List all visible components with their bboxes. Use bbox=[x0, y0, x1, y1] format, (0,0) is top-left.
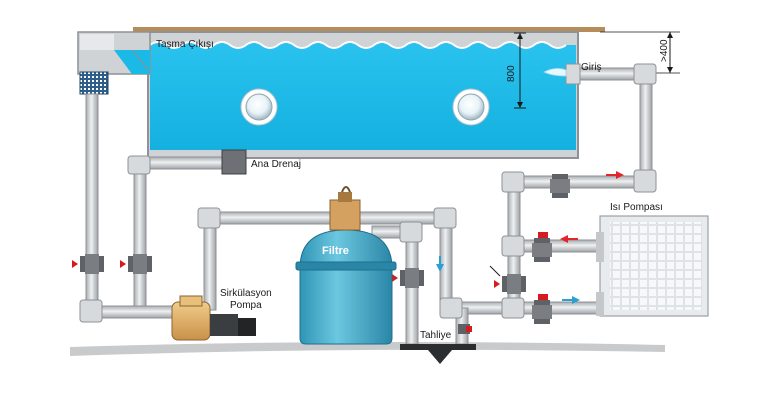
ball-valve-icon bbox=[120, 254, 152, 274]
water-surface bbox=[149, 41, 567, 49]
ground bbox=[70, 341, 665, 356]
ball-valve-icon bbox=[489, 265, 526, 294]
inlet-height-label: >400 bbox=[659, 39, 670, 62]
flow-arrow-icon bbox=[606, 171, 624, 179]
sewer-drain bbox=[400, 344, 476, 364]
ball-valve-icon bbox=[532, 232, 552, 262]
pipe-elbows bbox=[79, 63, 657, 323]
pool-deck bbox=[133, 27, 605, 32]
ball-valve-icon bbox=[392, 268, 424, 288]
flow-arrow-icon bbox=[562, 296, 580, 304]
ball-valve-icon bbox=[550, 174, 570, 198]
main-drain-fitting bbox=[221, 149, 247, 175]
heat-pump-unit-icon bbox=[596, 215, 709, 317]
overflow-outlet-label: Taşma Çıkışı bbox=[156, 39, 214, 50]
skimmer bbox=[77, 31, 151, 95]
inlet-label: Giriş bbox=[581, 62, 602, 73]
ball-valve-icon bbox=[532, 294, 552, 324]
heat-pump-label: Isı Pompası bbox=[610, 202, 663, 213]
filter-label: Filtre bbox=[322, 245, 349, 257]
ball-valve-icon bbox=[458, 324, 472, 334]
flow-arrow-icon bbox=[560, 235, 578, 243]
ball-valve-icon bbox=[72, 254, 104, 274]
flow-arrow-icon bbox=[436, 256, 444, 272]
circulation-pump-label: Pompa bbox=[230, 300, 262, 311]
pool-water bbox=[150, 42, 576, 150]
pool-light-icon bbox=[452, 88, 490, 126]
depth-label: 800 bbox=[506, 65, 517, 82]
inlet-height-dimension: >400 bbox=[600, 31, 680, 74]
inlet-nozzle bbox=[543, 63, 581, 85]
skimmer-basket-icon bbox=[79, 71, 109, 95]
drain-label: Tahliye bbox=[420, 330, 452, 341]
depth-dimension: 800 bbox=[506, 32, 526, 109]
sand-filter-icon bbox=[295, 186, 397, 345]
circulation-pump-label: Sirkülasyon bbox=[220, 288, 272, 299]
circulation-pump-icon bbox=[171, 295, 256, 341]
main-drain-label: Ana Drenaj bbox=[251, 159, 301, 170]
pool-light-icon bbox=[240, 88, 278, 126]
